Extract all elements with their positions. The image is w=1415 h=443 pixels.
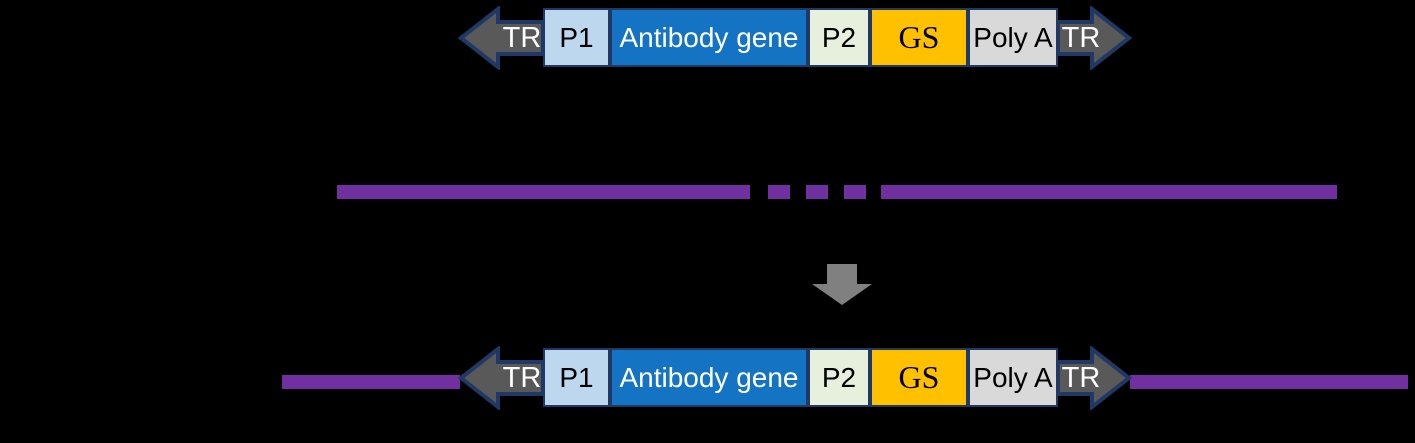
genome-line-left-segment: [337, 185, 750, 199]
genome-line-dash: [844, 185, 866, 199]
tr-arrow-right-icon: [1058, 6, 1132, 70]
segment-p2: P2: [808, 348, 870, 407]
tr-label-right: TR: [1061, 361, 1101, 394]
segment-gs: GS: [870, 348, 968, 407]
transposon-construct-vector: TR P1 Antibody gene P2 GS Poly A TR: [458, 6, 1132, 70]
transposon-construct-integrated: TR P1 Antibody gene P2 GS Poly A TR: [458, 346, 1132, 410]
segment-antibody-gene: Antibody gene: [610, 8, 808, 67]
tr-arrow-left-icon: [458, 346, 543, 410]
tr-label-left: TR: [502, 21, 542, 54]
segment-p1: P1: [543, 8, 610, 67]
genome-line-dash: [806, 185, 828, 199]
tr-arrow-right-icon: [1058, 346, 1132, 410]
segment-p1: P1: [543, 348, 610, 407]
integrated-genome-line-left: [282, 375, 460, 389]
segment-p2: P2: [808, 8, 870, 67]
genome-line-dash: [768, 185, 790, 199]
tr-label-right: TR: [1061, 21, 1101, 54]
integrated-genome-line-right: [1130, 375, 1408, 389]
tr-label-left: TR: [502, 361, 542, 394]
genome-line-right-segment: [881, 185, 1337, 199]
tr-arrow-left-icon: [458, 6, 543, 70]
segment-poly-a: Poly A: [968, 8, 1058, 67]
segment-poly-a: Poly A: [968, 348, 1058, 407]
segment-gs: GS: [870, 8, 968, 67]
segment-antibody-gene: Antibody gene: [610, 348, 808, 407]
down-arrow-icon: [812, 264, 872, 305]
